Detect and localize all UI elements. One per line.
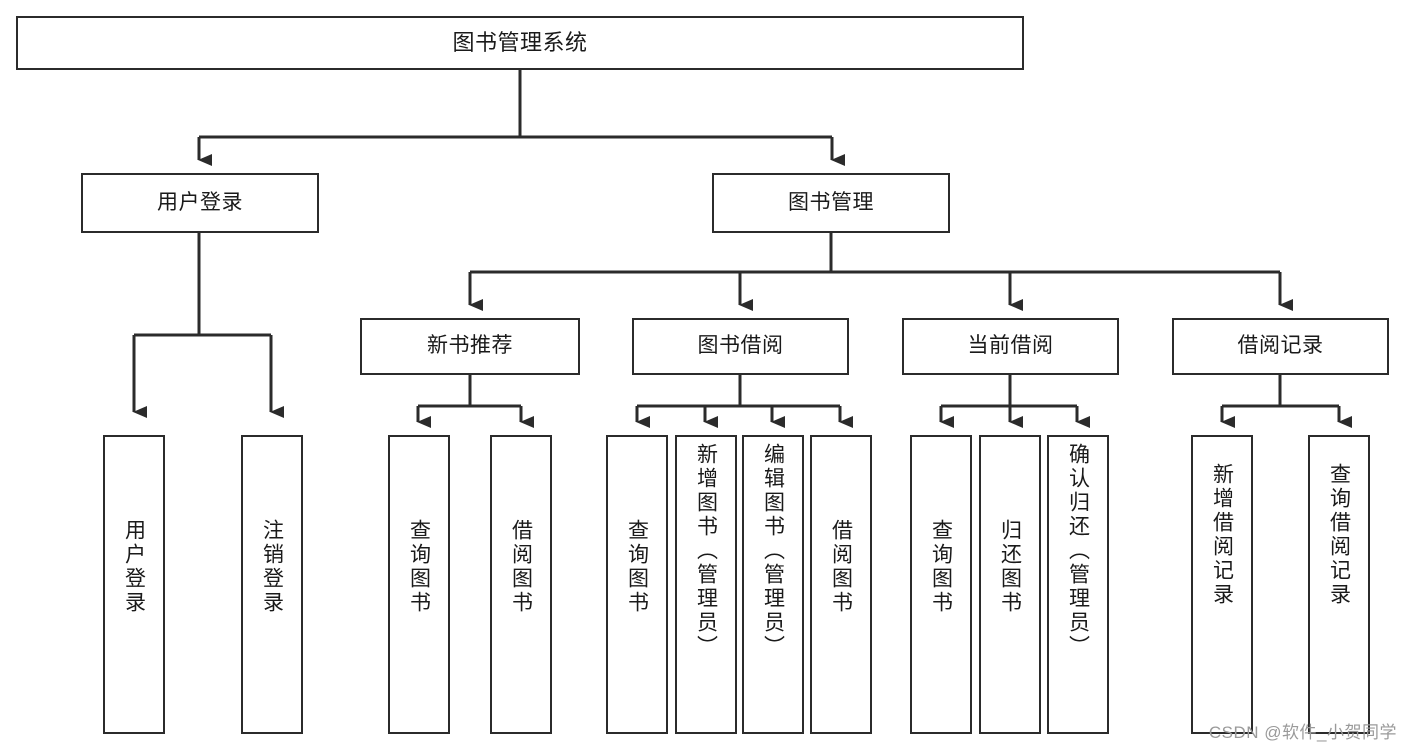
node-borrow-record-label: 借阅记录 xyxy=(1237,334,1324,358)
node-leaf-logout-login-label: 注销登录 xyxy=(260,519,284,615)
node-leaf-user-login-label: 用户登录 xyxy=(122,519,146,615)
node-current-borrow-label: 当前借阅 xyxy=(967,334,1054,358)
node-leaf-borrow-book-2-label: 借阅图书 xyxy=(829,519,853,615)
node-book-borrow-label: 图书借阅 xyxy=(697,334,784,358)
node-book-borrow[interactable]: 图书借阅 xyxy=(632,318,849,375)
node-root-label: 图书管理系统 xyxy=(452,30,588,56)
node-leaf-query-book-2[interactable]: 查询图书 xyxy=(606,435,668,734)
node-leaf-query-record-label: 查询借阅记录 xyxy=(1327,463,1351,607)
node-leaf-query-record[interactable]: 查询借阅记录 xyxy=(1308,435,1370,734)
node-user-login-label: 用户登录 xyxy=(157,190,243,214)
node-leaf-return-book-label: 归还图书 xyxy=(998,519,1022,615)
node-leaf-borrow-book-2[interactable]: 借阅图书 xyxy=(810,435,872,734)
node-new-book-recommend-label: 新书推荐 xyxy=(427,334,513,358)
node-user-login[interactable]: 用户登录 xyxy=(81,173,319,233)
node-leaf-user-login[interactable]: 用户登录 xyxy=(103,435,165,734)
node-root[interactable]: 图书管理系统 xyxy=(16,16,1024,70)
node-leaf-edit-book[interactable]: 编辑图书（管理员） xyxy=(742,435,804,734)
node-leaf-query-book-3[interactable]: 查询图书 xyxy=(910,435,972,734)
node-leaf-query-book-2-label: 查询图书 xyxy=(625,519,649,615)
node-leaf-logout-login[interactable]: 注销登录 xyxy=(241,435,303,734)
node-leaf-add-record[interactable]: 新增借阅记录 xyxy=(1191,435,1253,734)
node-borrow-record[interactable]: 借阅记录 xyxy=(1172,318,1389,375)
node-leaf-borrow-book-1-label: 借阅图书 xyxy=(509,519,533,615)
node-leaf-confirm-return-label: 确认归还（管理员） xyxy=(1066,443,1090,659)
node-leaf-return-book[interactable]: 归还图书 xyxy=(979,435,1041,734)
node-leaf-query-book-3-label: 查询图书 xyxy=(929,519,953,615)
node-leaf-confirm-return[interactable]: 确认归还（管理员） xyxy=(1047,435,1109,734)
node-leaf-add-book[interactable]: 新增图书（管理员） xyxy=(675,435,737,734)
node-new-book-recommend[interactable]: 新书推荐 xyxy=(360,318,580,375)
node-leaf-query-book-1[interactable]: 查询图书 xyxy=(388,435,450,734)
node-current-borrow[interactable]: 当前借阅 xyxy=(902,318,1119,375)
node-book-manage-label: 图书管理 xyxy=(788,190,874,214)
node-leaf-edit-book-label: 编辑图书（管理员） xyxy=(761,443,785,659)
node-book-manage[interactable]: 图书管理 xyxy=(712,173,950,233)
node-leaf-borrow-book-1[interactable]: 借阅图书 xyxy=(490,435,552,734)
node-leaf-add-book-label: 新增图书（管理员） xyxy=(694,443,718,659)
node-leaf-add-record-label: 新增借阅记录 xyxy=(1210,463,1234,607)
node-leaf-query-book-1-label: 查询图书 xyxy=(407,519,431,615)
